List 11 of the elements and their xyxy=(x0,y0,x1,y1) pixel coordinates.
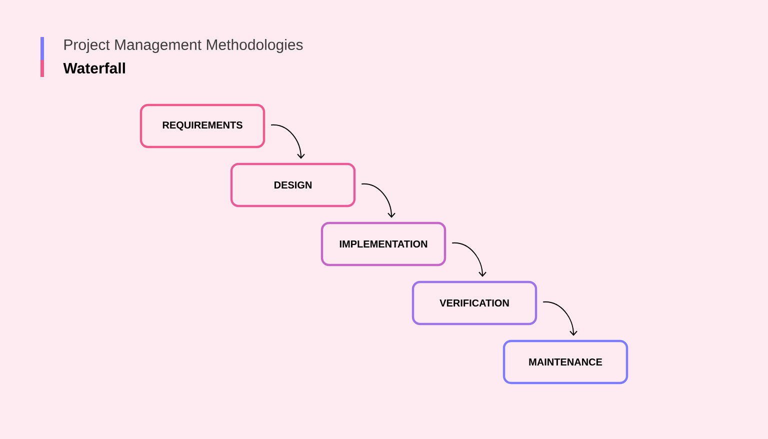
process-box: IMPLEMENTATION xyxy=(320,222,446,266)
arrow xyxy=(361,184,396,218)
process-box: DESIGN xyxy=(230,162,356,208)
subtitle: Waterfall xyxy=(63,62,125,74)
process-box: MAINTENANCE xyxy=(502,340,628,384)
title: Project Management Methodologies xyxy=(64,39,303,53)
process-box: VERIFICATION xyxy=(412,280,538,326)
arrow xyxy=(270,124,305,159)
process-box: REQUIREMENTS xyxy=(140,104,266,148)
arrow xyxy=(542,302,578,336)
arrow xyxy=(452,242,486,277)
